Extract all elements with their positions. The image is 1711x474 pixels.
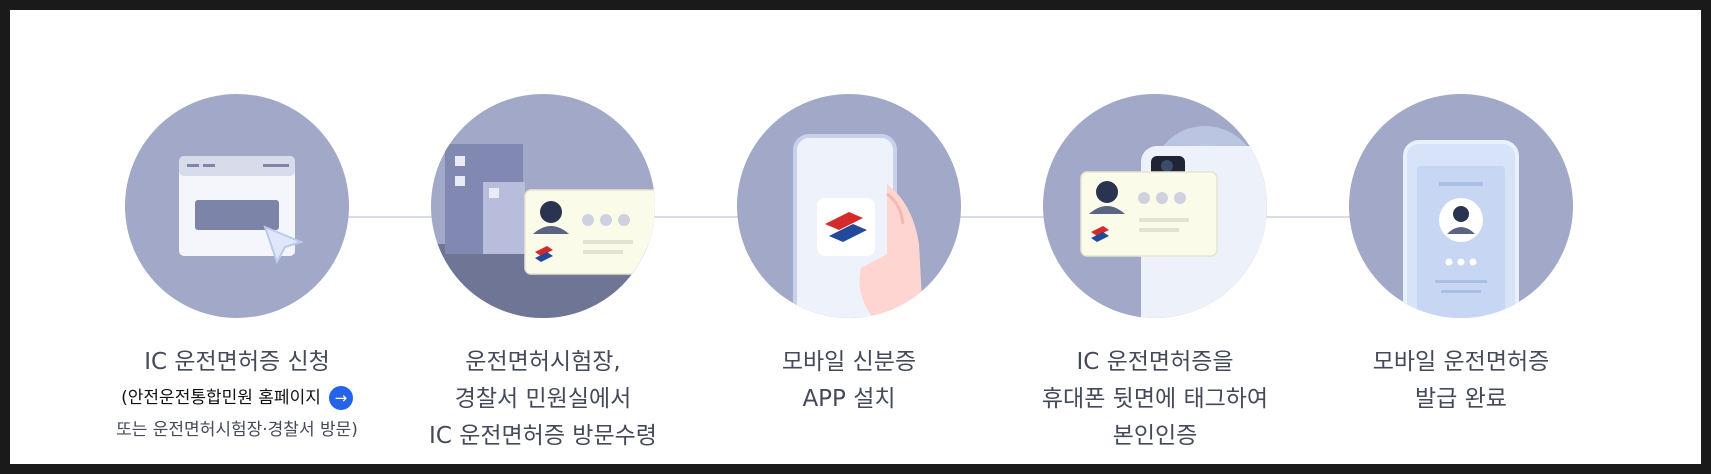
- phone-license-icon: [1349, 94, 1573, 318]
- step-4: IC 운전면허증을 휴대폰 뒷면에 태그하여 본인인증: [1005, 94, 1305, 455]
- phone-app-icon: [737, 94, 961, 318]
- step-3: 모바일 신분증 APP 설치: [699, 94, 999, 418]
- browser-window-icon: [125, 94, 349, 318]
- homepage-link[interactable]: (안전운전통합민원 홈페이지 →: [87, 383, 387, 413]
- step-4-line-2: 휴대폰 뒷면에 태그하여: [1041, 386, 1269, 412]
- step-4-line-1: IC 운전면허증을: [1076, 349, 1234, 375]
- step-3-line-1: 모바일 신분증: [781, 349, 917, 375]
- step-2-line-2: 경찰서 민원실에서: [454, 386, 632, 412]
- step-4-line-3: 본인인증: [1112, 423, 1198, 449]
- step-3-line-2: APP 설치: [802, 386, 896, 412]
- arrow-right-icon[interactable]: →: [328, 386, 353, 410]
- step-1-note: 또는 운전면허시험장·경찰서 방문): [116, 420, 358, 440]
- building-with-card-icon: [431, 94, 655, 318]
- step-1: IC 운전면허증 신청 (안전운전통합민원 홈페이지 → 또는 운전면허시험장·…: [87, 94, 387, 447]
- step-2-line-3: IC 운전면허증 방문수령: [429, 423, 657, 449]
- homepage-link-text: (안전운전통합민원 홈페이지: [121, 388, 321, 408]
- step-1-title: IC 운전면허증 신청: [144, 349, 330, 375]
- step-2-line-1: 운전면허시험장,: [465, 349, 621, 375]
- phone-nfc-card-icon: [1043, 94, 1267, 318]
- step-2: 운전면허시험장, 경찰서 민원실에서 IC 운전면허증 방문수령: [393, 94, 693, 455]
- step-5: 모바일 운전면허증 발급 완료: [1311, 94, 1611, 418]
- step-5-line-1: 모바일 운전면허증: [1372, 349, 1550, 375]
- step-5-line-2: 발급 완료: [1415, 386, 1507, 412]
